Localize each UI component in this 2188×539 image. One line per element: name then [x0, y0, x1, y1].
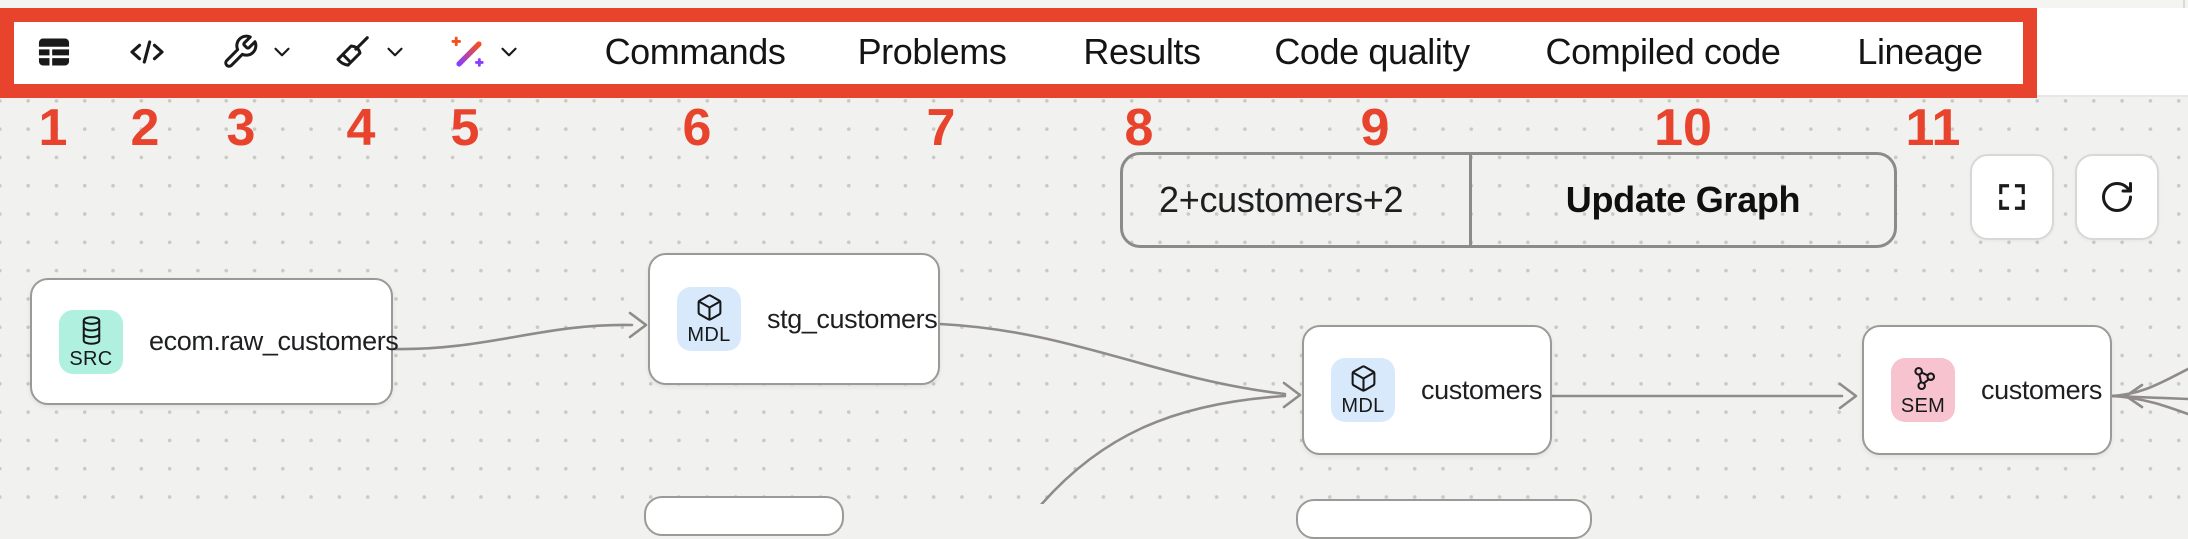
node-type-badge: MDL — [1331, 358, 1395, 422]
lineage-node-customers-sem[interactable]: SEM customers — [1862, 325, 2112, 455]
node-type-badge: MDL — [677, 287, 741, 351]
tab-commands[interactable]: Commands — [604, 31, 786, 72]
tab-lineage[interactable]: Lineage — [1857, 31, 1983, 72]
node-title: stg_customers — [767, 303, 938, 334]
code-icon — [127, 32, 167, 72]
node-type-label: SRC — [69, 347, 113, 370]
table-view-button[interactable] — [35, 33, 73, 71]
lineage-filter-input[interactable] — [1123, 155, 1469, 245]
tab-problems[interactable]: Problems — [857, 31, 1007, 72]
database-icon — [78, 315, 105, 346]
chevron-down-icon — [496, 39, 522, 65]
refresh-button[interactable] — [2075, 154, 2159, 240]
tab-results[interactable]: Results — [1083, 31, 1201, 72]
code-view-button[interactable] — [127, 32, 167, 72]
magic-wand-icon — [448, 33, 486, 71]
node-type-label: MDL — [1341, 395, 1385, 417]
tab-code-quality[interactable]: Code quality — [1274, 31, 1470, 72]
lineage-node-raw-customers[interactable]: SRC ecom.raw_customers — [30, 278, 399, 405]
cube-icon — [1349, 364, 1378, 393]
chevron-down-icon — [269, 39, 295, 65]
fullscreen-icon — [1994, 179, 2030, 215]
node-title: customers — [1421, 374, 1542, 405]
lineage-node-stg-customers[interactable]: MDL stg_customers — [648, 253, 940, 385]
lineage-node-partial[interactable] — [1296, 499, 1592, 539]
lineage-node-customers-mdl[interactable]: MDL customers — [1302, 325, 1552, 455]
table-icon — [35, 33, 73, 71]
node-title: customers — [1981, 374, 2102, 405]
update-graph-button[interactable]: Update Graph — [1469, 155, 1894, 245]
node-type-label: MDL — [687, 324, 731, 346]
panel-edge-divider — [2183, 0, 2185, 8]
broom-icon — [334, 33, 372, 71]
tab-compiled-code[interactable]: Compiled code — [1545, 31, 1781, 72]
chevron-down-icon — [382, 39, 408, 65]
node-title: ecom.raw_customers — [149, 326, 399, 356]
lineage-filter-group: Update Graph — [1120, 152, 1897, 248]
node-type-label: SEM — [1900, 395, 1946, 417]
lineage-node-partial[interactable] — [644, 496, 844, 536]
top-strip — [0, 0, 2188, 8]
node-type-badge: SRC — [59, 309, 123, 374]
tools-dropdown-button[interactable] — [221, 33, 295, 71]
wrench-icon — [221, 33, 259, 71]
format-dropdown-button[interactable] — [334, 33, 408, 71]
node-type-badge: SEM — [1891, 358, 1955, 422]
semantic-model-icon — [1909, 364, 1938, 393]
ai-assist-dropdown-button[interactable] — [448, 33, 522, 71]
refresh-icon — [2099, 179, 2135, 215]
cube-icon — [695, 293, 724, 322]
fullscreen-button[interactable] — [1970, 154, 2054, 240]
